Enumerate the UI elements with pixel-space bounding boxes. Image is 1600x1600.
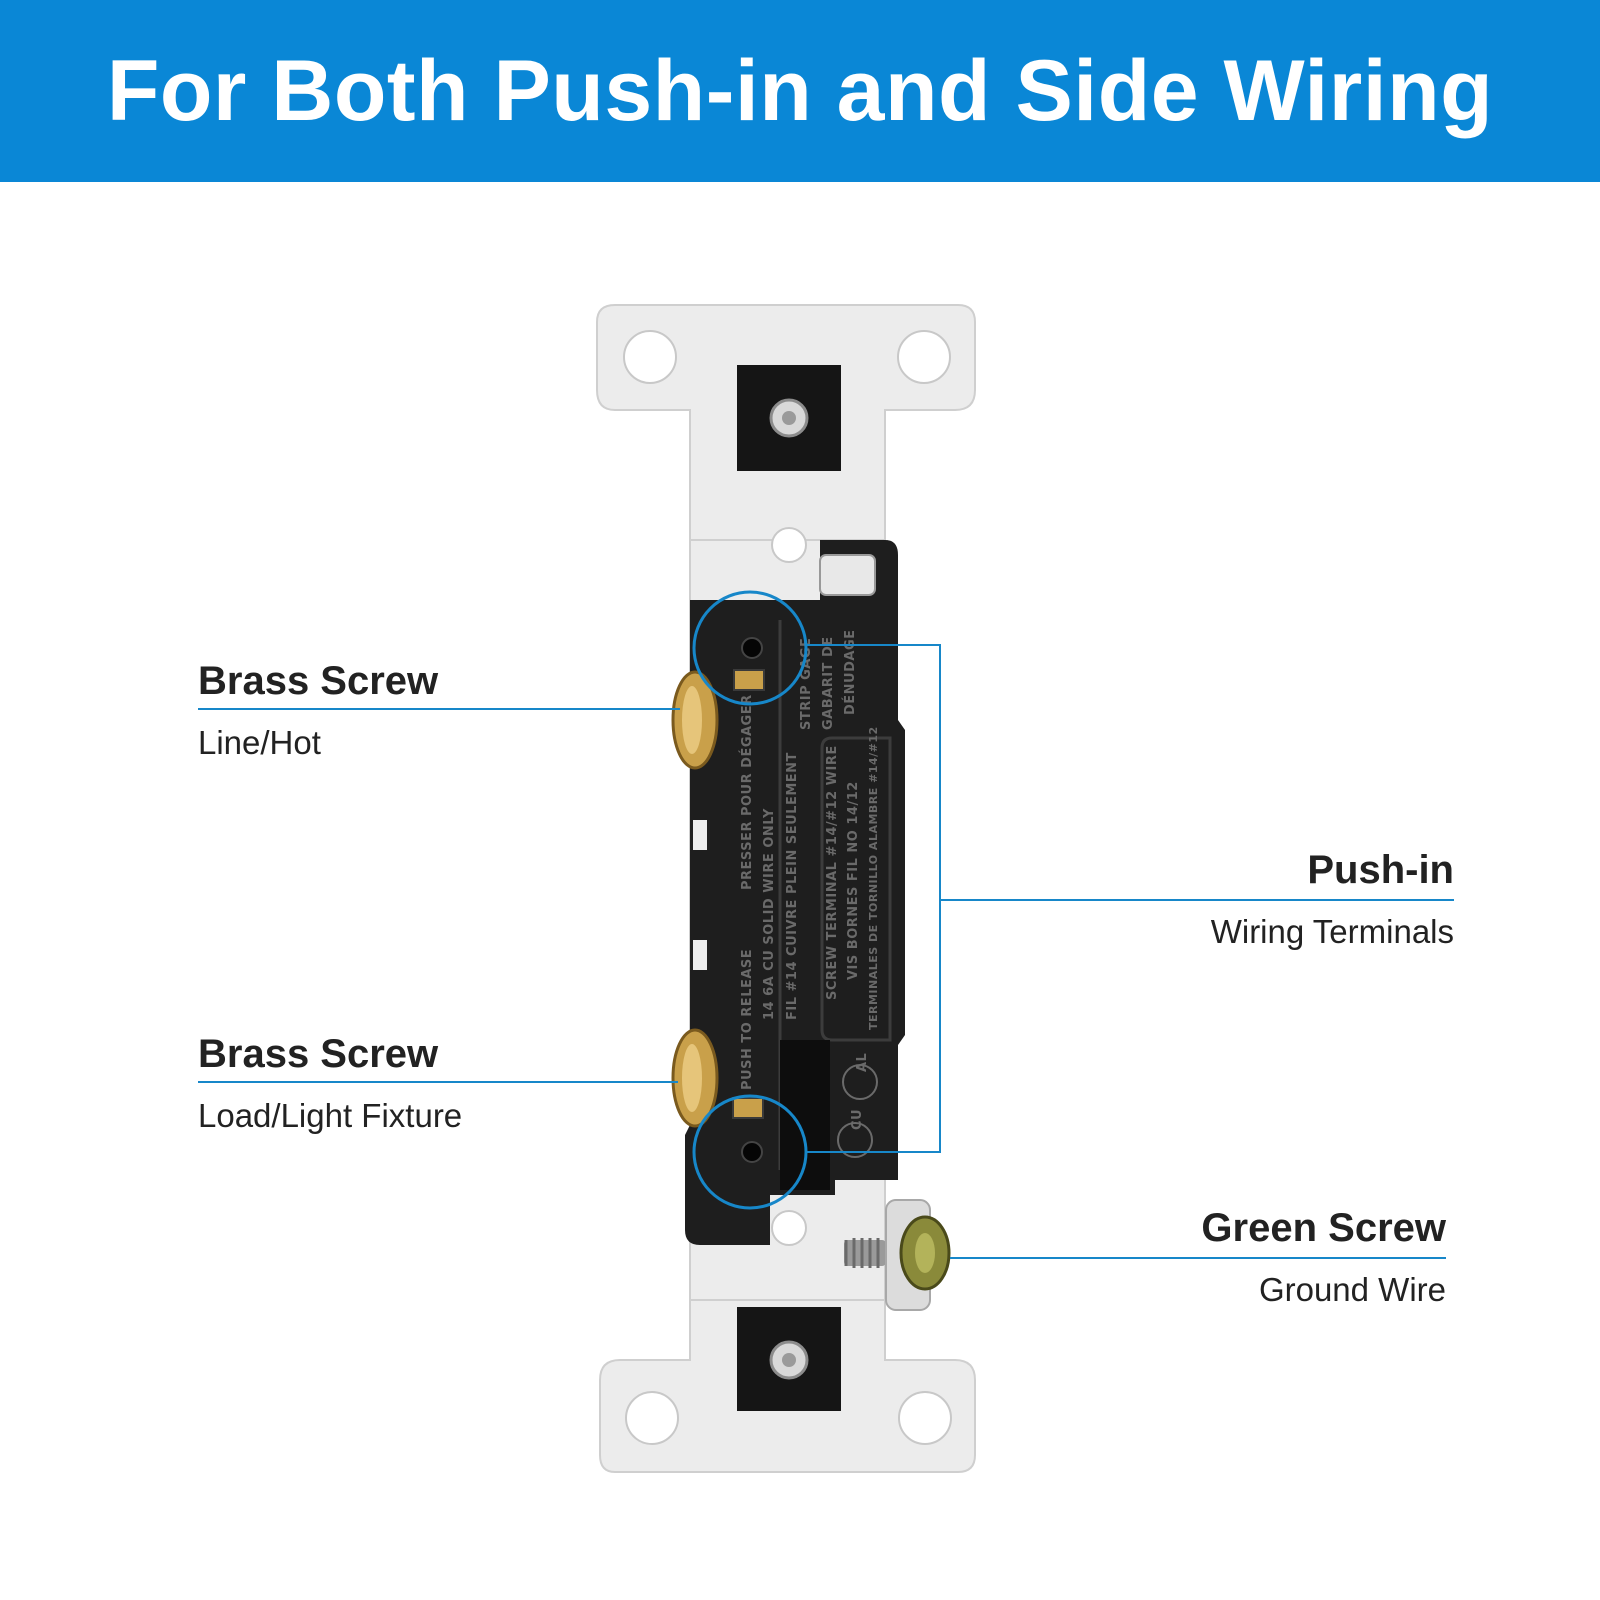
brass-screw-load-subtitle: Load/Light Fixture	[198, 1097, 463, 1134]
al-mark: AL	[855, 1053, 870, 1072]
page-title: For Both Push-in and Side Wiring	[106, 42, 1494, 139]
green-screw-graphic	[844, 1199, 951, 1311]
push-in-highlight-top	[692, 590, 808, 706]
brass-screw-top-graphic	[671, 670, 719, 770]
brass-screw-bottom-graphic	[671, 1028, 719, 1128]
brass-screw-line-title: Brass Screw	[198, 659, 439, 703]
top-right-mount-hole	[897, 330, 951, 384]
strip-slot-top	[733, 669, 765, 691]
wire-spec-text-1: 14 6A CU SOLID WIRE ONLY	[762, 808, 777, 1020]
push-release-text-1: PRESSER POUR DÉGAGER	[739, 694, 755, 890]
push-in-hole-bottom	[741, 1141, 763, 1163]
wire-spec-text-2: FIL #14 CUIVRE PLEIN SEULEMENT	[785, 752, 800, 1020]
strip-gauge-text-3: DÉNUDAGE	[842, 629, 858, 715]
callout-green-screw: Green Screw Ground Wire	[1201, 1205, 1446, 1309]
push-release-text-2: PUSH TO RELEASE	[740, 949, 755, 1090]
strip-gauge-text-1: STRIP GAGE	[799, 638, 814, 730]
screw-terminal-text-2: VIS BORNES FIL NO 14/12	[846, 781, 861, 980]
green-screw-subtitle: Ground Wire	[1258, 1271, 1446, 1308]
screw-terminal-text-3: TERMINALES DE TORNILLO ALAMBRE #14/#12	[867, 726, 880, 1030]
top-left-mount-hole	[623, 330, 677, 384]
leader-push-in-bracket	[806, 644, 941, 1153]
strip-gauge-text-2: GABARIT DE	[821, 636, 836, 730]
header-banner: For Both Push-in and Side Wiring	[0, 0, 1600, 182]
bottom-right-mount-hole	[898, 1391, 952, 1445]
push-in-title: Push-in	[1307, 848, 1454, 892]
push-in-hole-top	[741, 637, 763, 659]
strip-slot-bottom	[732, 1097, 764, 1119]
callout-push-in: Push-in Wiring Terminals	[1211, 847, 1454, 951]
push-in-subtitle: Wiring Terminals	[1210, 913, 1454, 950]
screw-terminal-text-1: SCREW TERMINAL #14/#12 WIRE	[825, 745, 840, 1000]
brass-screw-load-title: Brass Screw	[198, 1032, 439, 1076]
green-screw-title: Green Screw	[1201, 1206, 1446, 1250]
bottom-left-mount-hole	[625, 1391, 679, 1445]
cu-mark: CU	[850, 1109, 865, 1130]
callout-brass-screw-load: Brass Screw Load/Light Fixture	[198, 1031, 462, 1135]
brass-screw-line-subtitle: Line/Hot	[198, 724, 321, 761]
callout-brass-screw-line: Brass Screw Line/Hot	[198, 658, 438, 762]
